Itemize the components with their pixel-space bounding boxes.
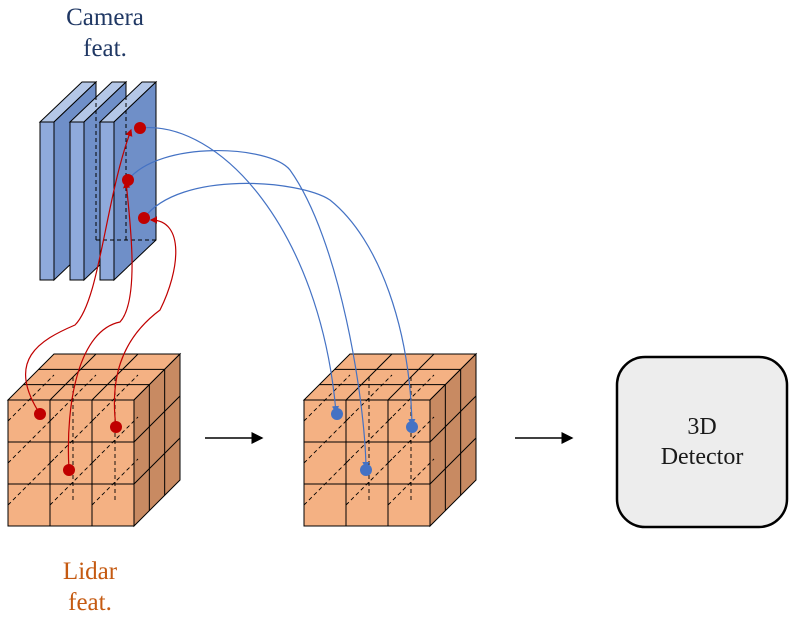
camera-point	[122, 174, 134, 186]
fused-point	[406, 421, 418, 433]
detector-label: 3D Detector	[617, 412, 787, 472]
camera-feat-label: Camera feat.	[40, 2, 170, 64]
camera-point	[138, 212, 150, 224]
camera-plane-3	[96, 80, 158, 282]
fused-sample-points	[331, 408, 418, 476]
lidar-point	[110, 421, 122, 433]
camera-label-line2: feat.	[83, 35, 127, 62]
fused-feature-cube	[302, 352, 478, 528]
detector-label-line1: 3D	[687, 414, 717, 440]
lidar-feature-cube	[6, 352, 182, 528]
lidar-to-camera-projections	[25, 128, 177, 471]
detector-box	[615, 355, 789, 529]
fused-point	[331, 408, 343, 420]
lidar-point	[63, 464, 75, 476]
camera-point	[134, 122, 146, 134]
camera-feature-planes	[38, 80, 158, 282]
lidar-feat-label: Lidar feat.	[25, 556, 155, 618]
detector-label-line2: Detector	[660, 444, 744, 470]
camera-to-fused-projections	[127, 127, 416, 470]
lidar-label-line1: Lidar	[62, 558, 118, 585]
lidar-label-line2: feat.	[68, 589, 112, 616]
camera-label-line1: Camera	[66, 4, 144, 31]
camera-sample-points	[122, 122, 150, 224]
fused-point	[360, 464, 372, 476]
lidar-sample-points	[34, 408, 122, 476]
lidar-point	[34, 408, 46, 420]
